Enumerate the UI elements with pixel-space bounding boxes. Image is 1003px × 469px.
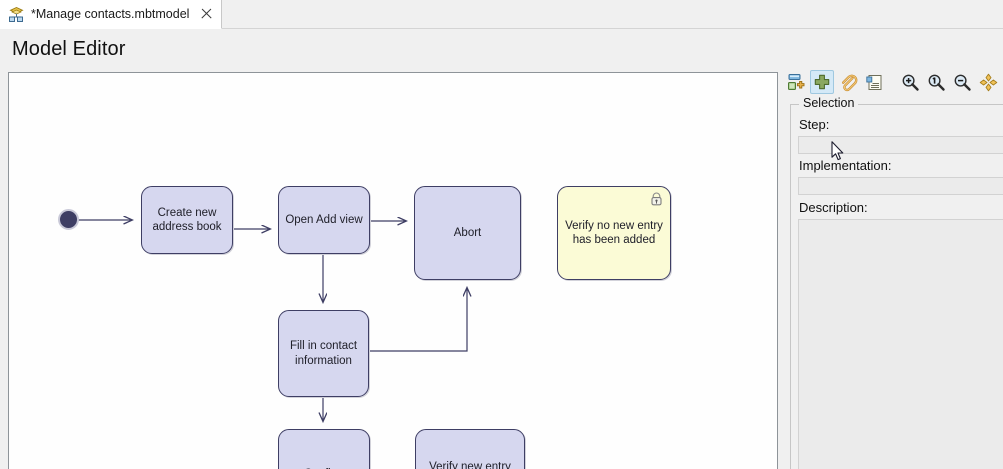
selection-group-title: Selection	[799, 96, 858, 110]
node-label: Verify new entryhas been added	[423, 460, 518, 469]
editor-tab-bar: *Manage contacts.mbtmodel	[0, 0, 1003, 29]
node-create-new-address-book[interactable]: Create newaddress book	[141, 186, 233, 254]
model-diagram-icon	[8, 6, 25, 23]
zoom-actual-icon-button[interactable]	[924, 70, 948, 94]
implementation-input[interactable]	[798, 177, 1003, 195]
node-abort[interactable]: Abort	[414, 186, 521, 280]
zoom-out-icon	[953, 73, 972, 92]
add-plus-icon-button[interactable]	[810, 70, 834, 94]
editor-tab-label: *Manage contacts.mbtmodel	[31, 7, 199, 21]
page-title: Model Editor	[12, 38, 125, 61]
description-textarea[interactable]	[798, 219, 1003, 469]
lock-icon	[650, 192, 663, 206]
diagram-canvas-inner: Create newaddress book Open Add view Abo…	[9, 73, 777, 469]
close-icon[interactable]	[199, 7, 213, 21]
node-label: Open Add view	[279, 213, 368, 227]
implementation-label: Implementation:	[799, 158, 892, 173]
new-view-icon	[787, 73, 806, 92]
properties-document-icon	[865, 73, 884, 92]
zoom-actual-icon	[927, 73, 946, 92]
step-input[interactable]	[798, 136, 1003, 154]
note-label: Verify no new entryhas been added	[565, 219, 663, 248]
node-label: Abort	[448, 226, 488, 240]
zoom-in-icon-button[interactable]	[898, 70, 922, 94]
node-fill-in-contact-information[interactable]: Fill in contactinformation	[278, 310, 369, 397]
note-verify-no-new-entry-has-been-added[interactable]: Verify no new entryhas been added	[557, 186, 671, 280]
fit-move-icon	[979, 73, 998, 92]
new-view-icon-button[interactable]	[784, 70, 808, 94]
zoom-in-icon	[901, 73, 920, 92]
selection-panel: Selection Step: Implementation: Descript…	[784, 60, 1003, 469]
node-label: Create newaddress book	[146, 206, 227, 235]
description-label: Description:	[799, 200, 868, 215]
diagram-canvas[interactable]: Create newaddress book Open Add view Abo…	[8, 72, 778, 469]
zoom-out-icon-button[interactable]	[950, 70, 974, 94]
editor-tab-manage-contacts[interactable]: *Manage contacts.mbtmodel	[0, 0, 222, 29]
fit-move-icon-button[interactable]	[976, 70, 1000, 94]
add-plus-icon	[813, 73, 831, 91]
node-label: Fill in contactinformation	[284, 339, 363, 368]
diagram-toolbar	[784, 68, 1003, 96]
properties-document-icon-button[interactable]	[862, 70, 886, 94]
node-confirm[interactable]: Confirm	[278, 429, 370, 469]
attach-paperclip-icon-button[interactable]	[836, 70, 860, 94]
start-node[interactable]	[58, 209, 79, 230]
node-verify-new-entry-has-been-added[interactable]: Verify new entryhas been added	[415, 429, 525, 469]
node-open-add-view[interactable]: Open Add view	[278, 186, 370, 254]
attach-paperclip-icon	[839, 73, 858, 92]
step-label: Step:	[799, 117, 829, 132]
selection-group-box: Selection Step: Implementation: Descript…	[790, 104, 1003, 469]
